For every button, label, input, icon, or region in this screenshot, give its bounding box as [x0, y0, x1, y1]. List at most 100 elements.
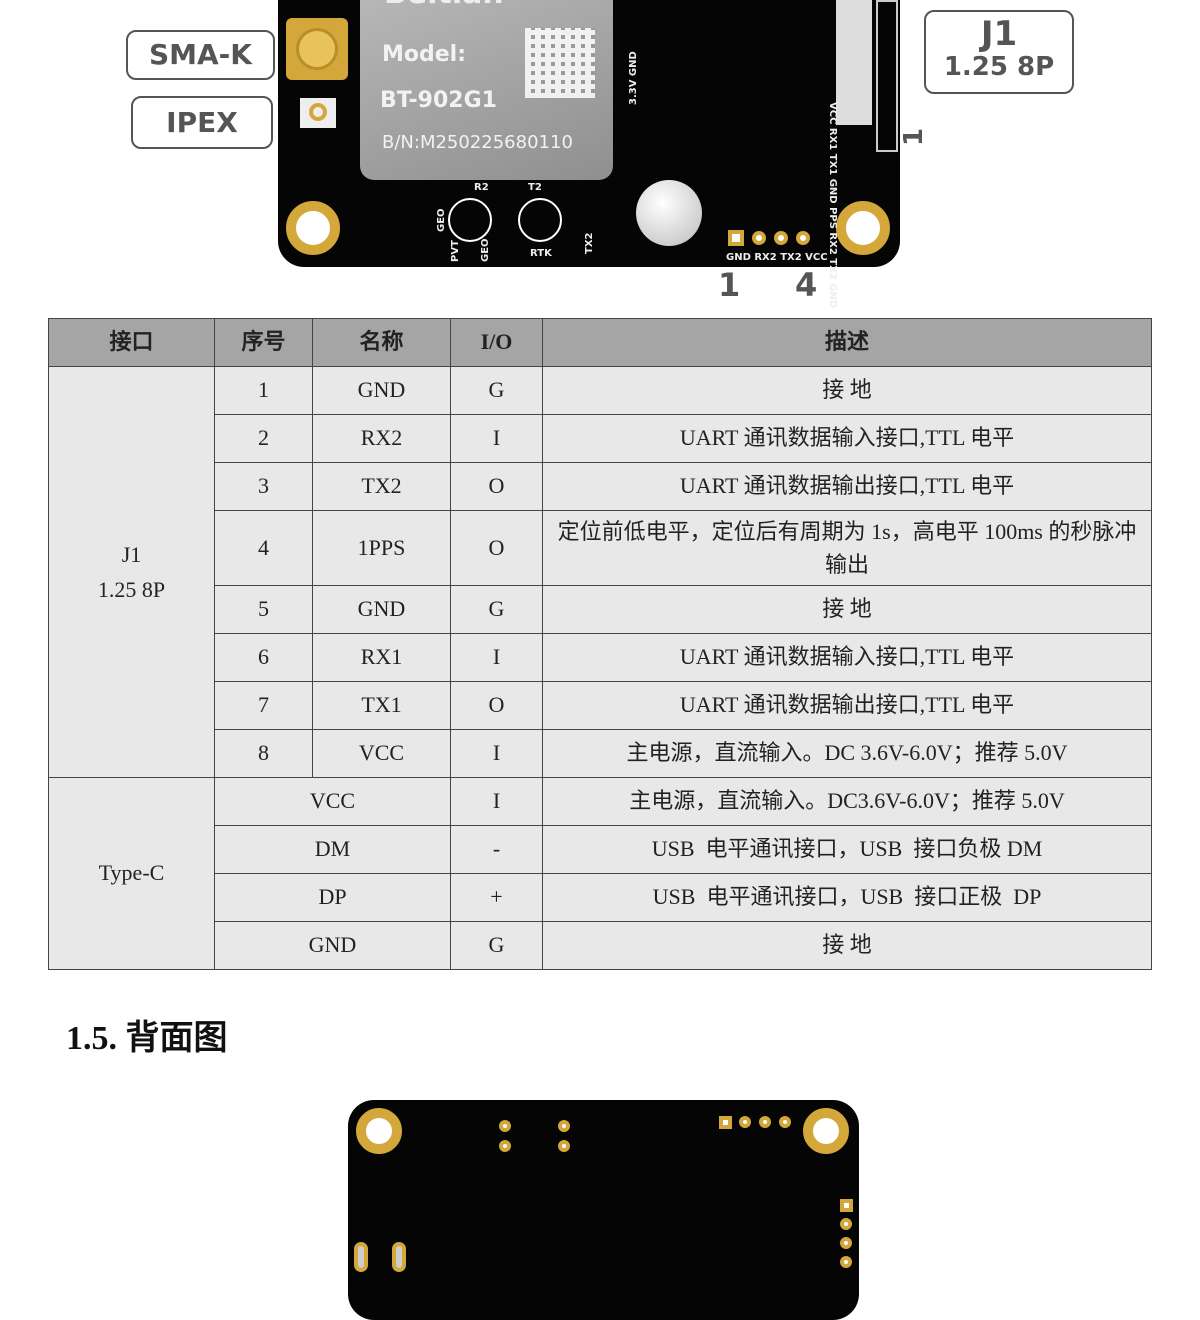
header-pin-names: GND RX2 TX2 VCC: [726, 252, 828, 263]
cell-no: 4: [214, 510, 313, 586]
t2-label: T2: [528, 182, 542, 193]
sma-k-label: SMA-K: [126, 30, 275, 80]
cell-no: 2: [214, 414, 313, 463]
cell-name: TX2: [312, 462, 451, 511]
mount-hole: [356, 1108, 402, 1154]
header-name: 名称: [312, 318, 451, 367]
header-interface: 接口: [48, 318, 215, 367]
header-pin: [719, 1116, 732, 1129]
mount-hole: [803, 1108, 849, 1154]
j1-pin: [840, 1237, 852, 1249]
j1-pin: [840, 1218, 852, 1230]
via-pad: [558, 1140, 570, 1152]
j1-pin: [840, 1256, 852, 1268]
power-pads-label: 3.3V GND: [628, 51, 639, 105]
j1-pin: [840, 1199, 853, 1212]
table-row: DP+USB 电平通讯接口，USB 接口正极 DP: [49, 873, 1152, 922]
cell-io: G: [450, 921, 543, 970]
section-heading: 1.5. 背面图: [66, 1020, 228, 1057]
cell-no: 1: [214, 366, 313, 415]
cell-name: RX1: [312, 633, 451, 682]
geo-label-2: GEO: [480, 238, 491, 262]
cell-io: O: [450, 462, 543, 511]
cell-no: 6: [214, 633, 313, 682]
cell-name: RX2: [312, 414, 451, 463]
header-pin: [796, 231, 810, 245]
header-pin: [752, 231, 766, 245]
via-pad: [499, 1120, 511, 1132]
cell-io: O: [450, 510, 543, 586]
cell-io: O: [450, 681, 543, 730]
cell-desc: 定位前低电平，定位后有周期为 1s，高电平 100ms 的秒脉冲输出: [542, 510, 1152, 586]
header-pin: [779, 1116, 791, 1128]
j1-subtitle: 1.25 8P: [943, 52, 1055, 82]
cell-name: VCC: [312, 729, 451, 778]
cell-desc: 主电源，直流输入。DC 3.6V-6.0V；推荐 5.0V: [542, 729, 1152, 778]
usb-c-pads: [392, 1242, 406, 1272]
cell-desc: 主电源，直流输入。DC3.6V-6.0V；推荐 5.0V: [542, 777, 1152, 826]
sma-connector: [286, 18, 348, 80]
cell-io: I: [450, 414, 543, 463]
j1-label: J1 1.25 8P: [924, 10, 1074, 94]
cell-no: 8: [214, 729, 313, 778]
cell-name: GND: [312, 585, 451, 634]
cell-io: I: [450, 633, 543, 682]
cell-desc: UART 通讯数据输入接口,TTL 电平: [542, 414, 1152, 463]
coin-battery: [636, 180, 702, 246]
cell-desc: 接 地: [542, 585, 1152, 634]
header-pin: [739, 1116, 751, 1128]
header-pin: [774, 231, 788, 245]
cell-name: 1PPS: [312, 510, 451, 586]
header-io: I/O: [450, 318, 543, 367]
ipex-label: IPEX: [131, 96, 273, 149]
ipex-connector: [300, 98, 336, 128]
cell-name: DP: [214, 873, 451, 922]
header-description: 描述: [542, 318, 1152, 367]
cell-no: 5: [214, 585, 313, 634]
cell-name: GND: [312, 366, 451, 415]
cell-name: GND: [214, 921, 451, 970]
j1-connector: [836, 0, 872, 125]
module-model-label: Model:: [382, 42, 467, 67]
cell-io: I: [450, 777, 543, 826]
rtk-label: RTK: [530, 248, 552, 259]
j1-pin-column: [876, 0, 898, 152]
j1-title: J1: [980, 14, 1018, 54]
cell-desc: 接 地: [542, 366, 1152, 415]
group-typec: Type-C: [48, 777, 215, 970]
cell-name: DM: [214, 825, 451, 874]
mount-hole: [286, 201, 340, 255]
header-pin: [728, 230, 744, 246]
cell-no: 7: [214, 681, 313, 730]
cell-io: -: [450, 825, 543, 874]
group-j1: J1 1.25 8P: [48, 366, 215, 778]
mount-hole: [836, 201, 890, 255]
module-serial: B/N:M250225680110: [382, 132, 573, 153]
led-t2: [518, 198, 562, 242]
table-header-row: 接口 序号 名称 I/O 描述: [48, 318, 1152, 367]
cell-io: G: [450, 585, 543, 634]
led-r2: [448, 198, 492, 242]
j1-pin-1-marker: 1: [899, 127, 930, 147]
j1-pin-names: VCC RX1 TX1 GND PPS RX2 TX2 GND: [827, 102, 838, 309]
cell-desc: UART 通讯数据输出接口,TTL 电平: [542, 681, 1152, 730]
table-row: DM-USB 电平通讯接口，USB 接口负极 DM: [49, 825, 1152, 874]
pvt-label: PVT: [450, 240, 461, 262]
module-brand: Beitian: [384, 0, 504, 11]
via-pad: [558, 1120, 570, 1132]
header-number: 序号: [214, 318, 313, 367]
cell-name: TX1: [312, 681, 451, 730]
pin-number-4: 4: [795, 266, 818, 304]
cell-desc: USB 电平通讯接口，USB 接口正极 DP: [542, 873, 1152, 922]
cell-io: +: [450, 873, 543, 922]
header-pin: [759, 1116, 771, 1128]
pin-number-1: 1: [718, 266, 741, 304]
r2-label: R2: [474, 182, 489, 193]
